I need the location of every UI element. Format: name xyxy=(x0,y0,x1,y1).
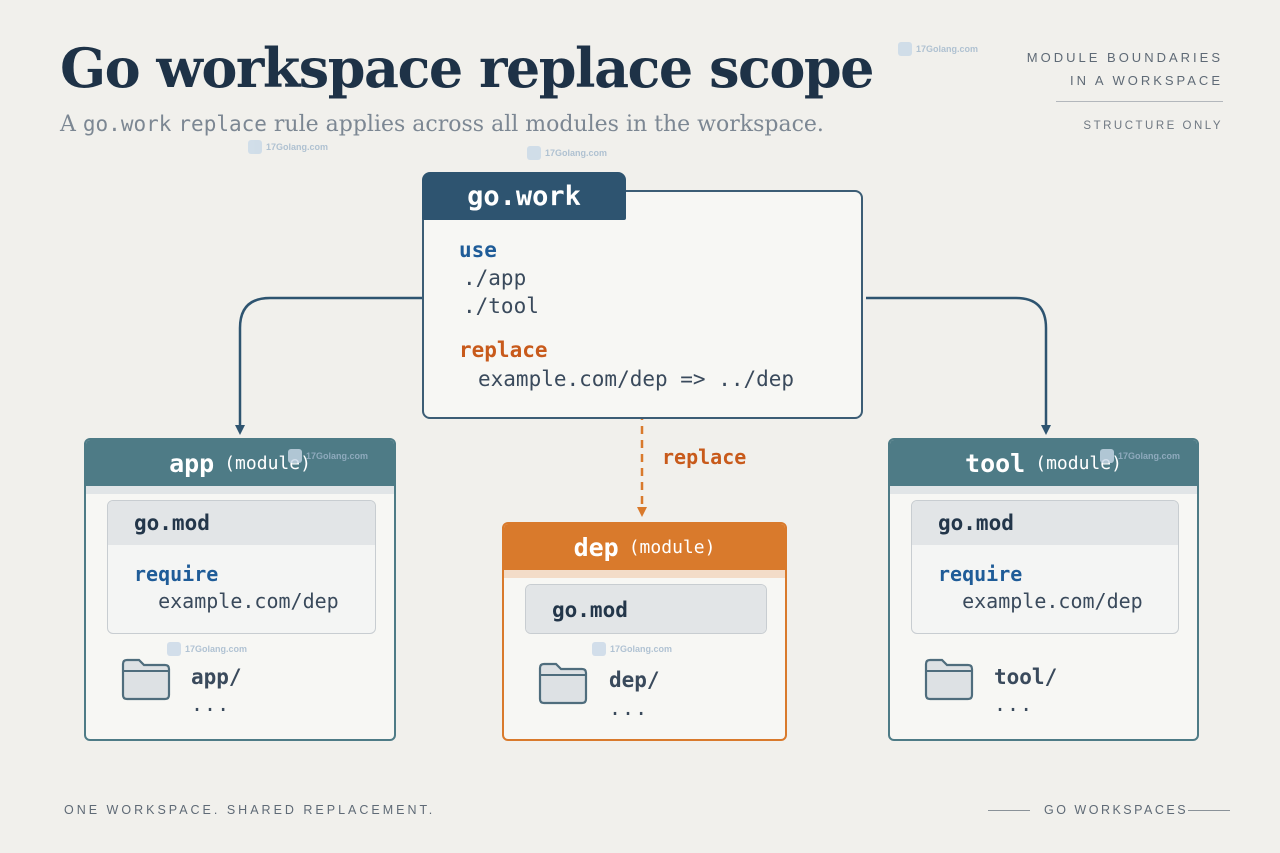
module-dep-tag: (module) xyxy=(628,536,716,558)
watermark: 17Golang.com xyxy=(898,42,978,56)
replace-keyword: replace xyxy=(459,338,548,362)
module-tool-header: tool (module) xyxy=(890,440,1197,486)
tool-gomod-title: go.mod xyxy=(912,501,1178,545)
module-tool-name: tool xyxy=(965,448,1026,478)
side-note: MODULE BOUNDARIES IN A WORKSPACE xyxy=(1027,46,1223,92)
subtitle-prefix: A xyxy=(60,112,83,137)
watermark: 17Golang.com xyxy=(288,449,368,463)
replace-rule: example.com/dep => ../dep xyxy=(478,367,795,391)
module-dep-header: dep (module) xyxy=(504,524,785,570)
folder-icon xyxy=(538,662,588,705)
watermark: 17Golang.com xyxy=(167,642,247,656)
watermark-text: 17Golang.com xyxy=(545,148,608,158)
arrow-to-tool xyxy=(866,296,1051,435)
watermark-icon xyxy=(248,140,262,154)
watermark: 17Golang.com xyxy=(527,146,607,160)
go-work-box xyxy=(422,190,863,419)
module-dep-header-band xyxy=(504,570,785,578)
app-require-block: require example.com/dep xyxy=(134,561,339,615)
tool-require-block: require example.com/dep xyxy=(938,561,1143,615)
use-path-app: ./app xyxy=(463,266,527,290)
subtitle-code-gowork: go.work xyxy=(82,112,172,136)
subtitle-suffix: rule applies across all modules in the w… xyxy=(266,112,824,137)
side-note-line2: IN A WORKSPACE xyxy=(1069,73,1223,88)
app-folder-label: app/ xyxy=(191,665,242,689)
footer-right-caption: GO WORKSPACES xyxy=(1044,803,1189,817)
folder-icon xyxy=(924,658,974,701)
tool-require-keyword: require xyxy=(938,562,1023,586)
side-note-line1: MODULE BOUNDARIES xyxy=(1026,50,1223,65)
arrow-to-app xyxy=(235,296,422,435)
tool-gomod-panel: go.mod require example.com/dep xyxy=(911,500,1179,634)
footer-rule-left xyxy=(988,810,1030,811)
watermark: 17Golang.com xyxy=(1100,449,1180,463)
module-app: app (module) go.mod require example.com/… xyxy=(84,438,396,741)
watermark-icon xyxy=(527,146,541,160)
app-folder-dots: ... xyxy=(191,692,231,716)
watermark: 17Golang.com xyxy=(248,140,328,154)
app-gomod-title: go.mod xyxy=(108,501,375,545)
use-path-tool: ./tool xyxy=(463,294,539,318)
footer-rule-right xyxy=(1188,810,1230,811)
watermark-text: 17Golang.com xyxy=(185,644,248,654)
watermark-text: 17Golang.com xyxy=(266,142,329,152)
go-work-tab: go.work xyxy=(422,172,626,220)
footer-left-caption: ONE WORKSPACE. SHARED REPLACEMENT. xyxy=(64,803,436,817)
dep-gomod-title: go.mod xyxy=(526,585,766,633)
module-dep-name: dep xyxy=(573,532,619,562)
app-require-path: example.com/dep xyxy=(158,589,339,613)
module-tool: tool (module) go.mod require example.com… xyxy=(888,438,1199,741)
watermark-icon xyxy=(898,42,912,56)
module-tool-header-band xyxy=(890,486,1197,494)
watermark-text: 17Golang.com xyxy=(306,451,369,461)
replace-edge-label: replace xyxy=(662,445,747,469)
watermark-icon xyxy=(167,642,181,656)
side-note-divider xyxy=(1056,101,1223,102)
module-app-header: app (module) xyxy=(86,440,394,486)
app-require-keyword: require xyxy=(134,562,219,586)
dep-gomod-panel: go.mod xyxy=(525,584,767,634)
app-gomod-panel: go.mod require example.com/dep xyxy=(107,500,376,634)
folder-icon xyxy=(121,658,171,701)
side-note-sub: STRUCTURE ONLY xyxy=(1083,120,1223,132)
watermark-text: 17Golang.com xyxy=(610,644,673,654)
watermark-icon xyxy=(592,642,606,656)
watermark-icon xyxy=(288,449,302,463)
watermark: 17Golang.com xyxy=(592,642,672,656)
module-app-name: app xyxy=(169,448,215,478)
tool-require-path: example.com/dep xyxy=(962,589,1143,613)
tool-folder-label: tool/ xyxy=(994,665,1058,689)
dep-folder-label: dep/ xyxy=(609,668,660,692)
subtitle-code-replace: replace xyxy=(178,112,267,136)
page-title: Go workspace replace scope xyxy=(60,36,875,100)
watermark-icon xyxy=(1100,449,1114,463)
module-dep: dep (module) go.mod dep/ ... xyxy=(502,522,787,741)
page-subtitle: A go.work replace rule applies across al… xyxy=(60,112,824,137)
tool-folder-dots: ... xyxy=(994,692,1034,716)
watermark-text: 17Golang.com xyxy=(1118,451,1181,461)
use-keyword: use xyxy=(459,238,497,262)
module-app-header-band xyxy=(86,486,394,494)
dep-folder-dots: ... xyxy=(609,696,649,720)
watermark-text: 17Golang.com xyxy=(916,44,979,54)
